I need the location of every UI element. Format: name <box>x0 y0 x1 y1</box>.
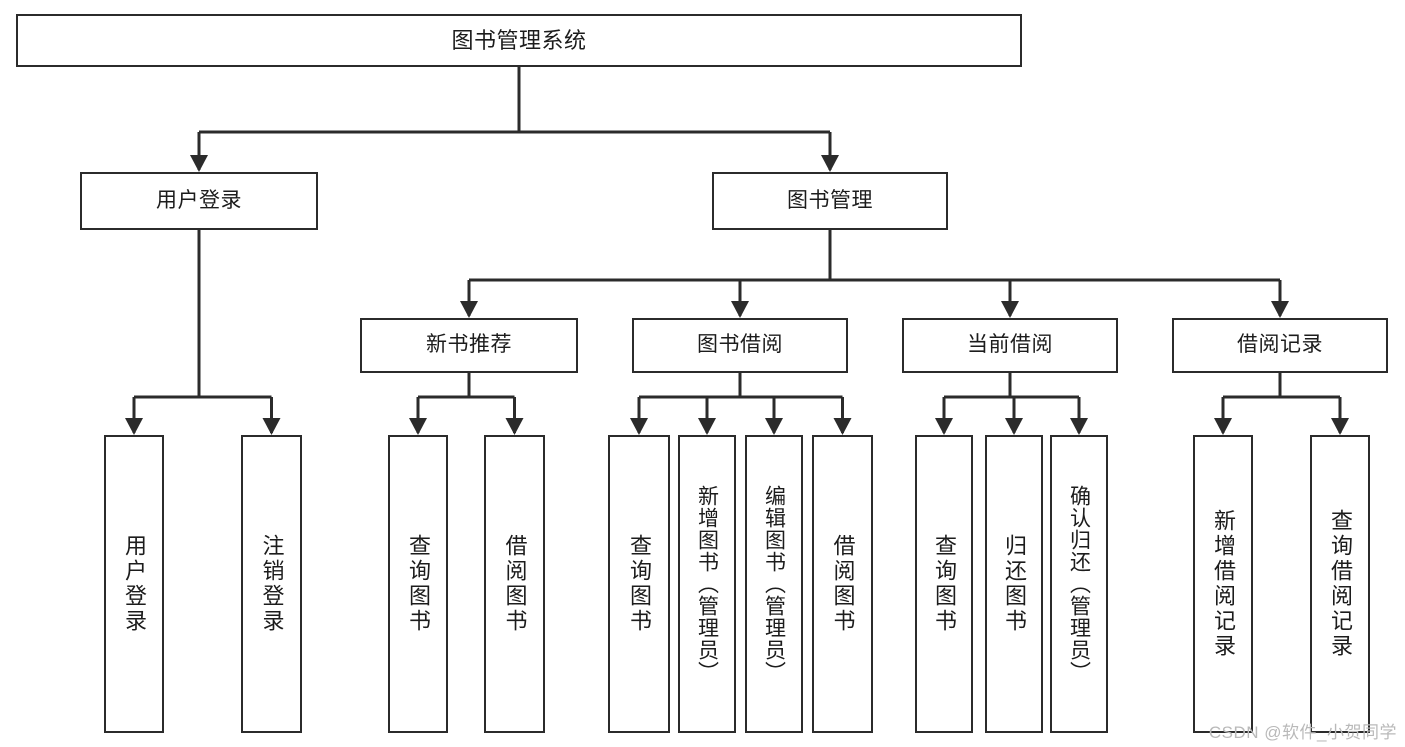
node-leaf-logout[interactable]: 注销登录 <box>241 435 302 733</box>
watermark: CSDN @软件_小贺同学 <box>1208 723 1397 742</box>
node-new-book-rec[interactable]: 新书推荐 <box>360 318 578 373</box>
node-label: 借阅图书 <box>502 534 528 634</box>
node-label: 查询借阅记录 <box>1328 509 1353 659</box>
node-leaf-add-book[interactable]: 新增图书（管理员） <box>678 435 736 733</box>
node-label: 查询图书 <box>932 534 957 634</box>
node-user-login[interactable]: 用户登录 <box>80 172 318 230</box>
node-label: 确认归还（管理员） <box>1067 485 1091 683</box>
node-book-borrow[interactable]: 图书借阅 <box>632 318 848 373</box>
node-label: 注销登录 <box>259 534 285 634</box>
node-label: 用户登录 <box>122 534 147 634</box>
node-book-manage[interactable]: 图书管理 <box>712 172 948 230</box>
node-label: 归还图书 <box>1002 534 1027 634</box>
node-current-borrow[interactable]: 当前借阅 <box>902 318 1118 373</box>
node-leaf-query-record[interactable]: 查询借阅记录 <box>1310 435 1370 733</box>
node-label: 查询图书 <box>627 534 652 634</box>
node-label: 用户登录 <box>156 188 242 212</box>
node-label: 编辑图书（管理员） <box>762 485 786 683</box>
node-label: 借阅记录 <box>1237 333 1323 357</box>
node-leaf-add-record[interactable]: 新增借阅记录 <box>1193 435 1253 733</box>
node-leaf-edit-book[interactable]: 编辑图书（管理员） <box>745 435 803 733</box>
node-leaf-query-book-3[interactable]: 查询图书 <box>915 435 973 733</box>
node-leaf-user-login[interactable]: 用户登录 <box>104 435 164 733</box>
node-label: 当前借阅 <box>967 333 1053 357</box>
node-leaf-borrow-book-2[interactable]: 借阅图书 <box>812 435 873 733</box>
node-root[interactable]: 图书管理系统 <box>16 14 1022 67</box>
node-label: 新增图书（管理员） <box>695 485 719 683</box>
node-leaf-borrow-book-1[interactable]: 借阅图书 <box>484 435 545 733</box>
node-label: 新增借阅记录 <box>1211 509 1236 659</box>
node-label: 查询图书 <box>406 534 431 634</box>
node-label: 图书管理系统 <box>451 27 587 53</box>
node-leaf-confirm-return[interactable]: 确认归还（管理员） <box>1050 435 1108 733</box>
node-label: 新书推荐 <box>426 333 512 357</box>
node-label: 图书管理 <box>787 188 873 212</box>
node-label: 借阅图书 <box>830 534 856 634</box>
node-leaf-query-book-2[interactable]: 查询图书 <box>608 435 670 733</box>
node-label: 图书借阅 <box>697 333 783 357</box>
node-leaf-query-book-1[interactable]: 查询图书 <box>388 435 448 733</box>
node-leaf-return-book[interactable]: 归还图书 <box>985 435 1043 733</box>
node-borrow-record[interactable]: 借阅记录 <box>1172 318 1388 373</box>
